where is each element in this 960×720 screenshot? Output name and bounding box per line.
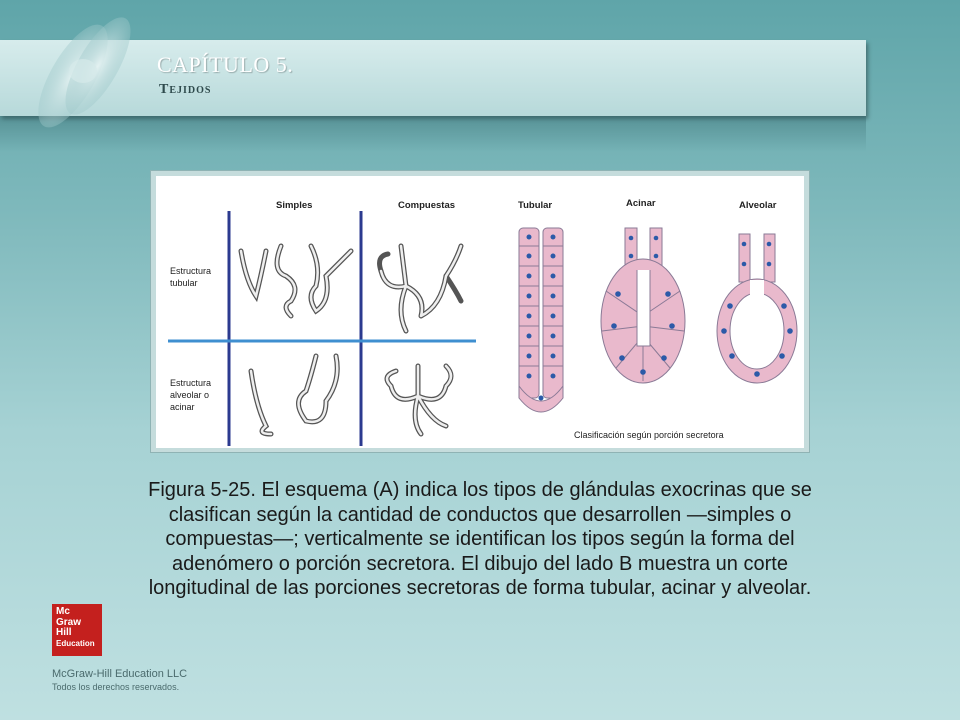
footer-company: McGraw-Hill Education LLC: [52, 668, 188, 680]
chromosome-logo-icon: [38, 17, 131, 128]
figure-footnote: Clasificación según porción secretora: [574, 430, 724, 440]
row-label-alveolar-1: Estructura: [170, 378, 211, 388]
logo-line-4: Education: [56, 638, 95, 648]
mcgraw-hill-logo: Mc Graw Hill Education: [52, 604, 102, 656]
label-tubular: Tubular: [518, 200, 552, 211]
header-band: [0, 40, 866, 116]
caption-label: Figura 5-25.: [148, 479, 256, 501]
compound-tubular-glands: [377, 243, 464, 334]
gland-figure: Simples Compuestas Tubular Acinar Alveol…: [156, 176, 804, 448]
header-shadow: [0, 116, 866, 152]
row-label-tubular-2: tubular: [170, 278, 198, 288]
label-compuestas: Compuestas: [398, 200, 455, 211]
chapter-subtitle: Tejidos: [159, 82, 212, 97]
chapter-title: CAPÍTULO 5.: [157, 52, 294, 77]
tubular-section-diagram: [518, 227, 564, 413]
logo-line-2: Graw: [56, 616, 82, 628]
footer-rights: Todos los derechos reservados.: [52, 682, 180, 692]
simple-tubular-glands: [238, 243, 354, 319]
logo-line-3: Hill: [56, 627, 72, 638]
row-label-tubular-1: Estructura: [170, 266, 211, 276]
figure-frame: Simples Compuestas Tubular Acinar Alveol…: [150, 170, 810, 453]
row-label-alveolar-2: alveolar o: [170, 390, 209, 400]
caption-text: El esquema (A) indica los tipos de glánd…: [148, 479, 812, 599]
figure-caption: Figura 5-25. El esquema (A) indica los t…: [140, 478, 820, 601]
label-acinar: Acinar: [626, 198, 656, 209]
row-label-alveolar-3: acinar: [170, 402, 195, 412]
gland-diagram: Simples Compuestas Tubular Acinar Alveol…: [168, 198, 798, 446]
logo-line-1: Mc: [56, 606, 70, 617]
label-alveolar: Alveolar: [739, 200, 777, 211]
label-simples: Simples: [276, 200, 312, 211]
